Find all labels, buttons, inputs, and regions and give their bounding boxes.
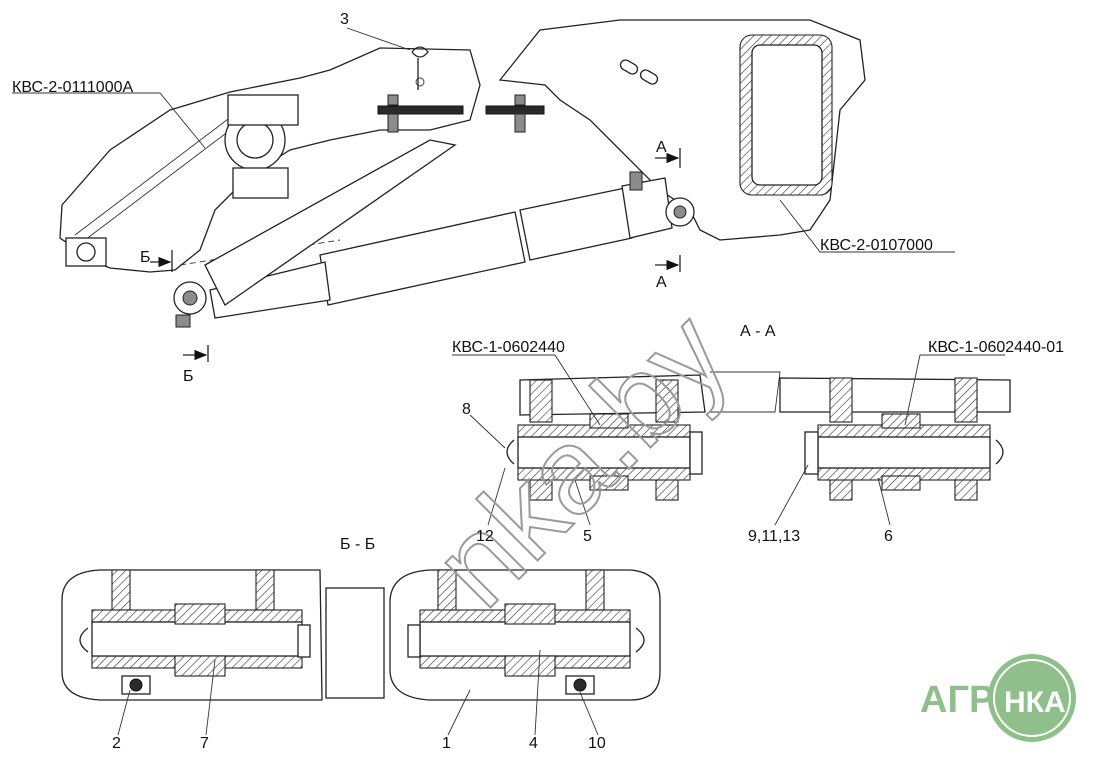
bb-right-plate-2 <box>585 569 605 611</box>
pin-retainer-left <box>175 314 191 328</box>
callout-7: 7 <box>200 735 209 752</box>
label-assembly-main: КВС-2-0111000А <box>12 79 133 96</box>
callout-6: 6 <box>884 528 893 545</box>
callout-12: 12 <box>476 528 494 545</box>
bb-gap-block <box>325 587 385 699</box>
callout-2: 2 <box>112 735 121 752</box>
label-section-bb: Б - Б <box>340 536 375 553</box>
aa-right-plate-1 <box>829 377 853 423</box>
cylinder-fitting <box>629 171 643 191</box>
slot-1 <box>619 59 639 75</box>
aa-right-washer <box>804 431 819 475</box>
hub-bracket <box>227 94 299 126</box>
bb-left-plate-1 <box>111 569 131 611</box>
spring-pin <box>411 46 429 90</box>
label-mark-b-bottom: Б <box>183 368 194 385</box>
hydraulic-cylinder <box>173 139 695 328</box>
hub-base <box>232 167 289 199</box>
aa-right-plate-3 <box>829 477 853 501</box>
callout-4: 4 <box>529 735 538 752</box>
aa-right-sleeve-top <box>881 413 921 429</box>
section-aa-view <box>452 354 1011 526</box>
label-section-aa: А - А <box>740 323 776 340</box>
link-bar <box>204 139 457 306</box>
callout-8: 8 <box>462 401 471 418</box>
aa-left-plate-2 <box>655 379 679 423</box>
logo-circle <box>988 654 1076 742</box>
bb-right-washer <box>407 624 421 658</box>
callout-5: 5 <box>583 528 592 545</box>
bb-left-washer <box>297 624 311 658</box>
clamp-plate-right <box>485 105 545 115</box>
cylinder-barrel-left <box>319 211 526 306</box>
section-bb-view <box>61 569 661 736</box>
callout-10: 10 <box>588 735 606 752</box>
label-assembly-right: КВС-2-0107000 <box>820 237 933 254</box>
bb-left-pin <box>91 621 303 657</box>
aa-right-plate-2 <box>954 377 978 423</box>
beam-section-inner <box>751 44 823 186</box>
mount-hole-left <box>76 242 96 262</box>
bb-left-clip <box>79 627 89 653</box>
bb-right-pin <box>419 621 631 657</box>
cylinder-pin-right <box>673 205 687 219</box>
aa-right-plate-4 <box>954 477 978 501</box>
aa-left-clip <box>506 439 515 465</box>
label-mark-a-top: А <box>656 139 667 156</box>
aa-left-washer <box>689 431 703 475</box>
bolt-body-1 <box>387 113 399 133</box>
piston-rod <box>209 261 331 319</box>
callout-3: 3 <box>340 11 349 28</box>
bolt-head-1 <box>387 94 399 106</box>
callout-9-11-13: 9,11,13 <box>748 528 800 545</box>
aa-right-pin <box>817 436 991 469</box>
aa-left-plate-4 <box>655 477 679 501</box>
logo-text-right: НКА <box>1004 686 1066 719</box>
cylinder-head <box>621 177 673 239</box>
aa-left-sleeve-bot <box>589 475 629 491</box>
label-part-left: КВС-1-0602440 <box>452 339 565 356</box>
aa-left-plate-1 <box>529 379 553 423</box>
main-assembly-view <box>12 19 955 362</box>
bolt-head-2 <box>514 94 526 106</box>
bb-right-sleeve-bot <box>504 655 556 677</box>
slot-2 <box>639 69 659 85</box>
agronka-logo: АГРО НКА <box>920 654 1076 742</box>
bolt-body-2 <box>514 113 526 133</box>
logo-text-left: АГРО <box>920 679 1023 721</box>
bb-right-clip <box>635 627 645 653</box>
label-part-right: КВС-1-0602440-01 <box>928 339 1064 356</box>
hub-inner <box>236 121 274 159</box>
aa-right-sleeve-bot <box>881 475 921 491</box>
bb-left-sleeve-bot <box>174 655 226 677</box>
bb-right-sleeve-top <box>504 603 556 625</box>
label-mark-a-bottom: А <box>656 274 667 291</box>
aa-right-clip <box>995 439 1004 465</box>
cylinder-barrel-right <box>519 187 633 261</box>
label-mark-b-top: Б <box>140 249 151 266</box>
callout-1: 1 <box>442 735 451 752</box>
cylinder-pin-left <box>182 290 198 306</box>
aa-left-pin <box>517 436 691 469</box>
bb-left-plate-2 <box>255 569 275 611</box>
clamp-plate-left <box>377 105 464 115</box>
bb-left-sleeve-top <box>174 603 226 625</box>
